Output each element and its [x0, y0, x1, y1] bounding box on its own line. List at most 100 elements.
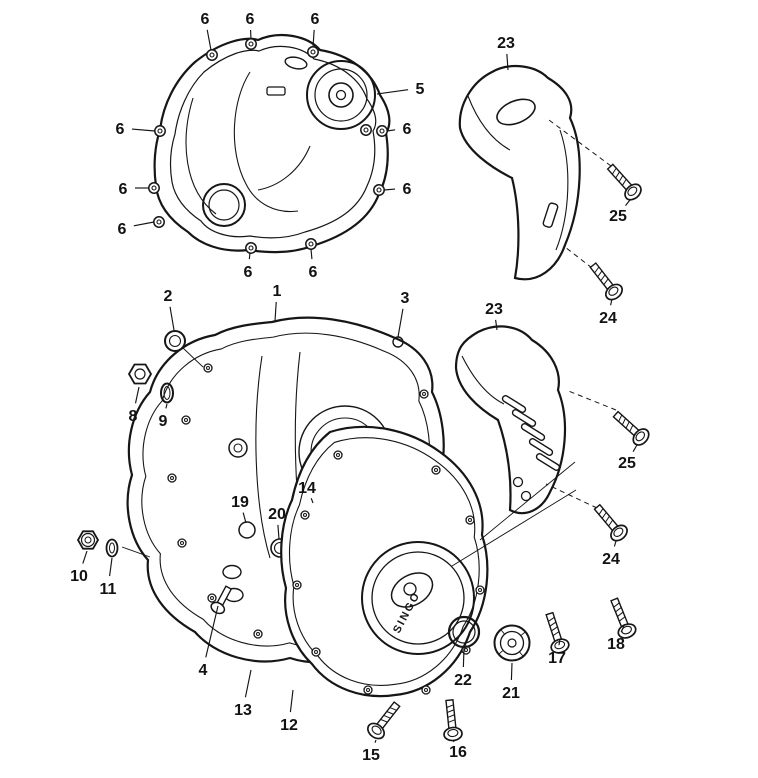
- part-number-label-6-10: 6: [118, 221, 127, 238]
- bolt-hole: [305, 238, 317, 250]
- casting-contour-1: [185, 97, 217, 215]
- leader-line-part-2-14: [169, 306, 175, 331]
- leader-line-part-19-21: [242, 512, 247, 524]
- center-slot: [266, 86, 286, 96]
- part-number-label-8-18: 8: [129, 408, 138, 425]
- case-bolt-hole: [207, 593, 217, 603]
- bolt25-upper-axis: [548, 119, 612, 167]
- part-number-label-24-24: 24: [602, 551, 620, 568]
- right-cover-outline: [280, 425, 489, 698]
- part-number-label-23-17: 23: [485, 301, 503, 318]
- crankcase-gasket-line: [141, 332, 431, 648]
- part-number-label-13-32: 13: [234, 702, 252, 719]
- cover-bolt-hole: [431, 465, 441, 475]
- leader-line-part-6-6: [386, 129, 396, 132]
- cap-nut-part2: [164, 330, 186, 352]
- bolt-hole: [245, 38, 257, 50]
- bolt-25-upper: [602, 159, 645, 204]
- leader-line-part-25-20: [632, 444, 638, 452]
- part-number-label-6-5: 6: [116, 121, 125, 138]
- part-number-label-12-33: 12: [280, 717, 298, 734]
- part-number-label-5-4: 5: [416, 81, 425, 98]
- cap-part21-shading: [498, 629, 526, 657]
- leader-line-part-11-26: [109, 557, 113, 577]
- cover-bolt-hole: [363, 685, 373, 695]
- shield-fold-line: [467, 95, 511, 151]
- cap-nut-part2-inner: [168, 334, 182, 348]
- leader-line-part-21-31: [510, 662, 513, 681]
- leader-line-part-8-18: [134, 386, 140, 404]
- upper-shield-drawing: [458, 65, 581, 281]
- part-number-label-6-12: 6: [244, 264, 253, 281]
- oring-part22: [447, 615, 481, 649]
- case-bolt-hole: [253, 629, 263, 639]
- leader-line-part-6-12: [248, 252, 251, 260]
- part10-axis-line: [121, 546, 151, 558]
- case-bolt-hole: [419, 389, 429, 399]
- casting-contour-3: [257, 145, 311, 191]
- shield-mount-line-2: [451, 489, 577, 567]
- leader-line-part-14-22: [310, 498, 314, 504]
- cap-part21-center: [507, 638, 517, 648]
- leader-line-part-13-32: [244, 669, 252, 698]
- bolt-25-mid: [608, 406, 653, 449]
- part-number-label-24-11: 24: [599, 310, 617, 327]
- shield-mount-line-1: [479, 461, 576, 541]
- leader-line-part-5-4: [376, 89, 409, 95]
- right-cover-drawing: SINGO: [280, 425, 489, 698]
- bolt-17: [540, 610, 572, 656]
- clutch-cover-drawing: [148, 33, 391, 254]
- shaft-boss-center: [233, 443, 243, 453]
- leader-line-part-22-30: [462, 647, 465, 668]
- bolt-hole: [154, 125, 166, 137]
- leader-line-part-10-25: [82, 550, 88, 564]
- part-number-label-1-15: 1: [273, 283, 282, 300]
- part-number-label-6-2: 6: [311, 11, 320, 28]
- leader-line-part-20-23: [277, 524, 280, 540]
- oring-part9: [160, 382, 174, 404]
- bolt-24-upper: [585, 258, 626, 304]
- flange-nut-part10-center: [84, 536, 92, 544]
- inspection-cap-inner: [208, 189, 240, 221]
- part-number-label-23-3: 23: [497, 35, 515, 52]
- bolt-hole: [373, 184, 385, 196]
- bolt-hole: [376, 125, 388, 137]
- part-number-label-18-27: 18: [607, 636, 625, 653]
- leader-line-part-18-27: [620, 625, 625, 633]
- part-number-label-17-28: 17: [548, 650, 566, 667]
- shaft-boss: [228, 438, 248, 458]
- dowel-boss: [238, 521, 256, 539]
- shield-edge-line: [555, 129, 569, 251]
- leader-line-part-6-13: [310, 248, 313, 260]
- casting-contour-2: [233, 71, 299, 213]
- part-number-label-11-26: 11: [100, 581, 117, 598]
- bearing-boss-inner: [328, 82, 354, 108]
- part-number-label-6-13: 6: [309, 264, 318, 281]
- hex-plug-part8-center: [134, 368, 146, 380]
- leader-line-part-24-11: [610, 298, 613, 306]
- case-bolt-hole: [167, 473, 177, 483]
- shield-mount-hole: [520, 490, 532, 502]
- cover-bolt-hole: [300, 510, 310, 520]
- lower-shield-drawing: [454, 325, 567, 515]
- bolt-16: [439, 698, 464, 743]
- leader-line-part-12-33: [289, 689, 294, 713]
- bearing-boss-outer: [306, 60, 376, 130]
- bolt-24-mid: [589, 500, 631, 545]
- cover-bolt-hole: [421, 685, 431, 695]
- leader-line-part-3-16: [397, 308, 404, 338]
- leader-line-part-16-35: [452, 739, 455, 743]
- part-number-label-3-16: 3: [401, 290, 410, 307]
- bolt24-mid-axis: [545, 483, 598, 509]
- part-number-label-4-29: 4: [199, 662, 208, 679]
- cover-bolt-hole: [333, 450, 343, 460]
- leader-line-part-17-28: [558, 638, 561, 646]
- leader-line-part-24-24: [613, 540, 617, 547]
- filter-cap-center: [403, 582, 417, 596]
- part-number-label-21-31: 21: [502, 685, 520, 702]
- cover-bolt-hole: [475, 585, 485, 595]
- top-slot: [284, 56, 308, 70]
- lower-shield-outline: [454, 325, 567, 515]
